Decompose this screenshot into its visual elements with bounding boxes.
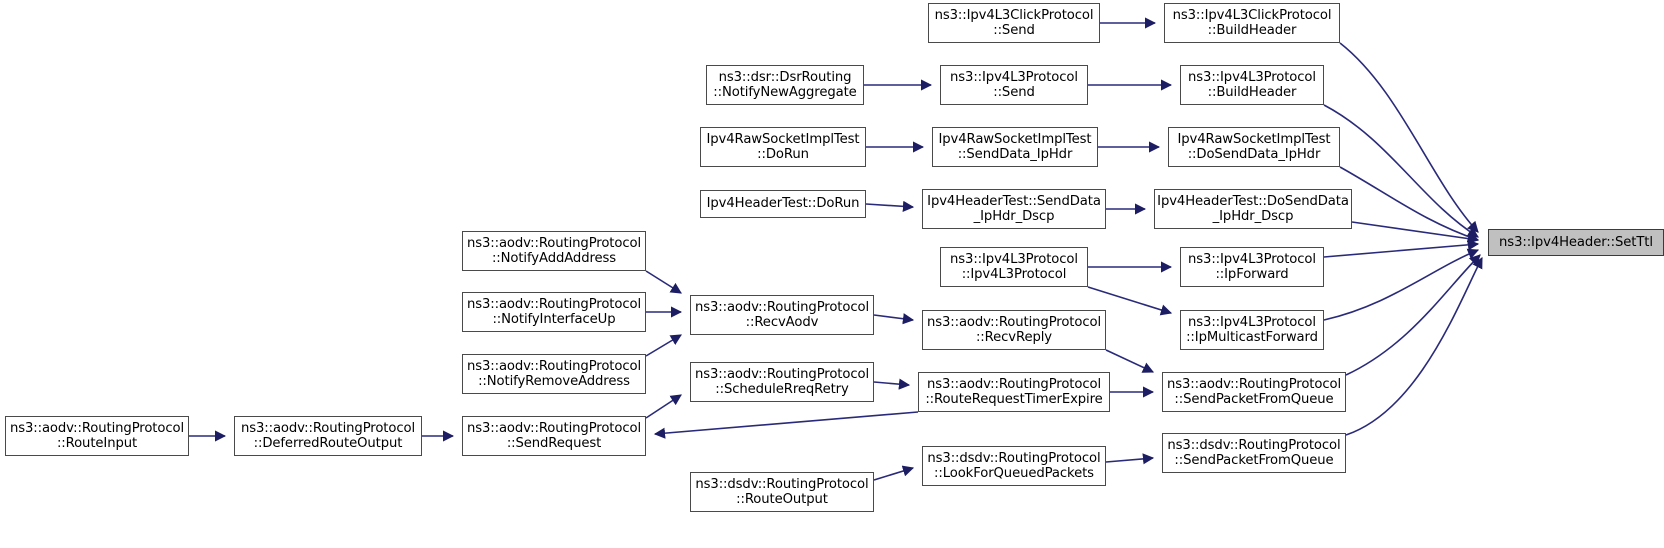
graph-node[interactable]: ns3::aodv::RoutingProtocol ::SendRequest — [462, 416, 646, 456]
graph-edge — [645, 394, 682, 419]
graph-node[interactable]: ns3::Ipv4L3Protocol ::BuildHeader — [1180, 65, 1324, 105]
graph-node[interactable]: ns3::Ipv4L3Protocol ::IpMulticastForward — [1180, 310, 1324, 350]
graph-node-label: ns3::aodv::RoutingProtocol ::RouteInput — [9, 420, 185, 452]
graph-edge — [1345, 257, 1483, 436]
graph-node[interactable]: ns3::aodv::RoutingProtocol ::NotifyAddAd… — [462, 231, 646, 271]
graph-edge — [645, 270, 682, 294]
graph-node[interactable]: ns3::aodv::RoutingProtocol ::NotifyInter… — [462, 292, 646, 332]
graph-node[interactable]: ns3::dsdv::RoutingProtocol ::RouteOutput — [690, 472, 874, 512]
graph-node-label: ns3::aodv::RoutingProtocol ::SendRequest — [466, 420, 642, 452]
graph-edge — [1105, 349, 1155, 373]
graph-node[interactable]: ns3::aodv::RoutingProtocol ::ScheduleRre… — [690, 362, 874, 402]
graph-edge — [1339, 42, 1479, 233]
graph-edge — [873, 465, 915, 481]
graph-node[interactable]: ns3::aodv::RoutingProtocol ::RouteInput — [5, 416, 189, 456]
graph-node[interactable]: ns3::Ipv4Header::SetTtl — [1488, 229, 1664, 256]
graph-edge — [1105, 453, 1155, 465]
graph-node-label: ns3::aodv::RoutingProtocol ::RouteReques… — [925, 376, 1103, 408]
graph-node-label: ns3::Ipv4L3Protocol ::Ipv4L3Protocol — [950, 251, 1078, 283]
graph-node[interactable]: Ipv4HeaderTest::DoSendData _IpHdr_Dscp — [1154, 189, 1352, 229]
graph-node[interactable]: ns3::Ipv4L3Protocol ::IpForward — [1180, 247, 1324, 287]
graph-edge — [873, 313, 915, 325]
graph-edge — [653, 411, 919, 439]
graph-node-label: ns3::aodv::RoutingProtocol ::DeferredRou… — [240, 420, 416, 452]
graph-node[interactable]: ns3::dsdv::RoutingProtocol ::SendPacketF… — [1162, 433, 1346, 473]
graph-node-label: ns3::Ipv4L3Protocol ::BuildHeader — [1188, 69, 1316, 101]
graph-node-label: ns3::aodv::RoutingProtocol ::RecvReply — [926, 314, 1102, 346]
graph-node[interactable]: Ipv4HeaderTest::SendData _IpHdr_Dscp — [922, 189, 1106, 229]
graph-node-label: Ipv4HeaderTest::SendData _IpHdr_Dscp — [927, 193, 1101, 225]
graph-node[interactable]: ns3::dsdv::RoutingProtocol ::LookForQueu… — [922, 446, 1106, 486]
graph-node-label: ns3::Ipv4Header::SetTtl — [1499, 234, 1653, 250]
graph-node[interactable]: ns3::aodv::RoutingProtocol ::RecvReply — [922, 310, 1106, 350]
graph-node[interactable]: ns3::Ipv4L3Protocol ::Send — [940, 65, 1088, 105]
graph-node-label: ns3::Ipv4L3ClickProtocol ::BuildHeader — [1172, 7, 1332, 39]
graph-node[interactable]: Ipv4RawSocketImplTest ::DoRun — [700, 127, 866, 167]
graph-edge — [1345, 254, 1481, 376]
graph-edge — [1323, 239, 1480, 258]
graph-node[interactable]: ns3::aodv::RoutingProtocol ::DeferredRou… — [234, 416, 422, 456]
graph-node[interactable]: ns3::aodv::RoutingProtocol ::NotifyRemov… — [462, 354, 646, 394]
graph-node[interactable]: ns3::dsr::DsrRouting ::NotifyNewAggregat… — [706, 65, 864, 105]
graph-node-label: ns3::Ipv4L3Protocol ::IpForward — [1188, 251, 1316, 283]
graph-node[interactable]: Ipv4RawSocketImplTest ::SendData_IpHdr — [932, 127, 1098, 167]
graph-node[interactable]: Ipv4RawSocketImplTest ::DoSendData_IpHdr — [1168, 127, 1340, 167]
graph-node-label: ns3::Ipv4L3Protocol ::IpMulticastForward — [1186, 314, 1318, 346]
graph-node[interactable]: Ipv4HeaderTest::DoRun — [700, 190, 866, 218]
graph-edge — [1087, 286, 1173, 316]
graph-edge — [645, 334, 682, 357]
graph-node[interactable]: ns3::aodv::RoutingProtocol ::SendPacketF… — [1162, 372, 1346, 412]
graph-node-label: ns3::aodv::RoutingProtocol ::NotifyAddAd… — [466, 235, 642, 267]
graph-edge — [1351, 221, 1480, 245]
graph-node-label: ns3::aodv::RoutingProtocol ::NotifyInter… — [466, 296, 642, 328]
graph-node-label: Ipv4RawSocketImplTest ::DoRun — [706, 131, 860, 163]
graph-node-label: ns3::aodv::RoutingProtocol ::RecvAodv — [694, 299, 870, 331]
graph-edge — [865, 200, 915, 212]
graph-node-label: ns3::dsdv::RoutingProtocol ::LookForQueu… — [927, 450, 1101, 482]
graph-node-label: Ipv4RawSocketImplTest ::DoSendData_IpHdr — [1177, 131, 1331, 163]
graph-edge — [873, 378, 911, 390]
graph-node-label: Ipv4HeaderTest::DoSendData _IpHdr_Dscp — [1157, 193, 1349, 225]
graph-node[interactable]: ns3::Ipv4L3ClickProtocol ::Send — [928, 3, 1100, 43]
graph-node-label: ns3::aodv::RoutingProtocol ::NotifyRemov… — [466, 358, 642, 390]
graph-node[interactable]: ns3::aodv::RoutingProtocol ::RouteReques… — [918, 372, 1110, 412]
graph-node-label: Ipv4RawSocketImplTest ::SendData_IpHdr — [938, 131, 1092, 163]
graph-node-label: ns3::aodv::RoutingProtocol ::SendPacketF… — [1166, 376, 1342, 408]
graph-edge — [1339, 166, 1480, 243]
graph-node-label: ns3::Ipv4L3Protocol ::Send — [950, 69, 1078, 101]
graph-node[interactable]: ns3::Ipv4L3Protocol ::Ipv4L3Protocol — [940, 247, 1088, 287]
graph-node-label: ns3::Ipv4L3ClickProtocol ::Send — [934, 7, 1094, 39]
graph-node-label: Ipv4HeaderTest::DoRun — [706, 196, 860, 212]
graph-node[interactable]: ns3::aodv::RoutingProtocol ::RecvAodv — [690, 295, 874, 335]
graph-edge — [1323, 248, 1480, 321]
graph-node-label: ns3::aodv::RoutingProtocol ::ScheduleRre… — [694, 366, 870, 398]
graph-node-label: ns3::dsdv::RoutingProtocol ::SendPacketF… — [1167, 437, 1341, 469]
graph-node[interactable]: ns3::Ipv4L3ClickProtocol ::BuildHeader — [1164, 3, 1340, 43]
graph-edge — [1323, 104, 1479, 238]
graph-node-label: ns3::dsr::DsrRouting ::NotifyNewAggregat… — [713, 69, 857, 101]
graph-node-label: ns3::dsdv::RoutingProtocol ::RouteOutput — [695, 476, 869, 508]
